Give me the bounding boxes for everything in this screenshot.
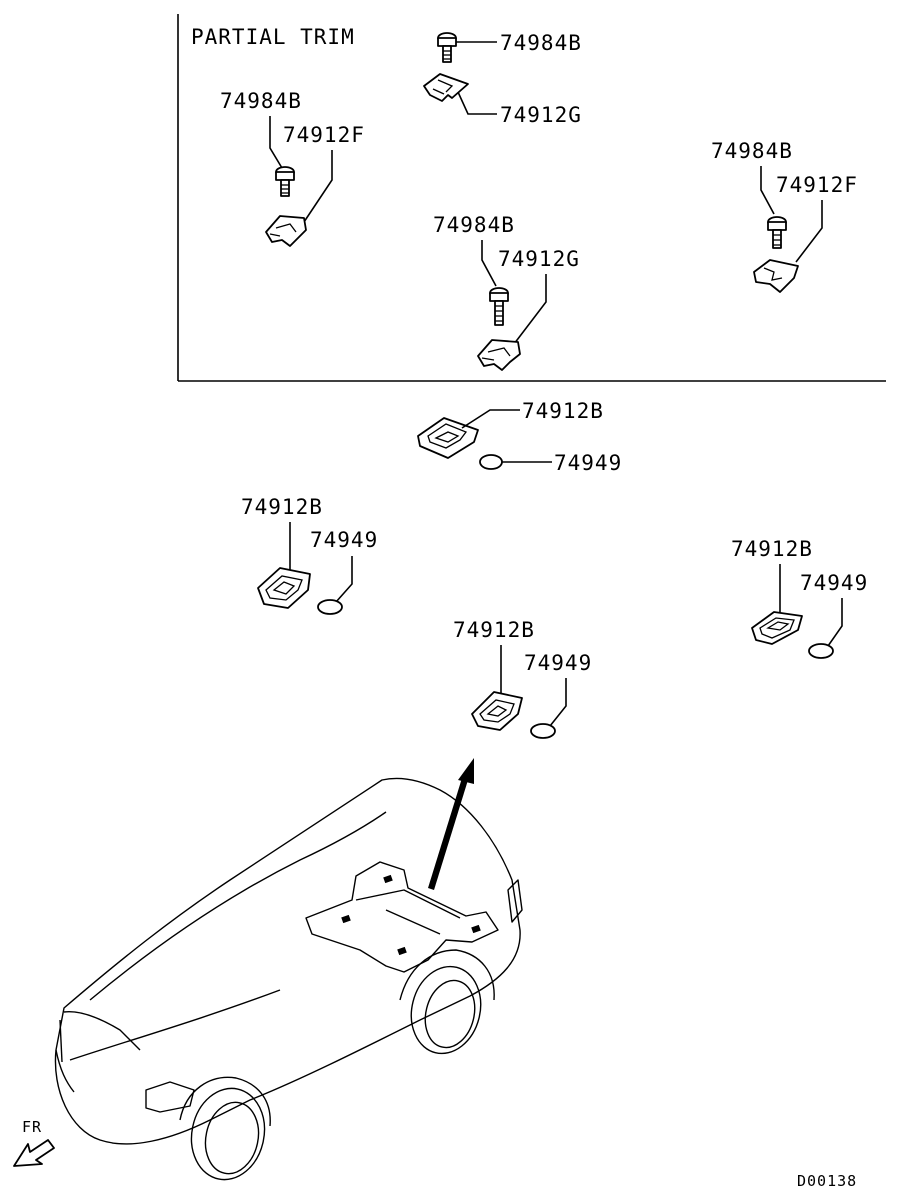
clip-icon xyxy=(265,215,307,247)
grommet-icon xyxy=(257,567,311,609)
clip-icon xyxy=(753,259,799,293)
o-ring-icon xyxy=(479,454,503,470)
label-74984B-top: 74984B xyxy=(500,31,582,55)
label-74912B-top: 74912B xyxy=(522,399,604,423)
vehicle-illustration xyxy=(54,777,523,1181)
label-74949-left: 74949 xyxy=(310,528,378,552)
bolt-icon xyxy=(437,32,457,63)
label-74949-top: 74949 xyxy=(554,451,622,475)
front-direction-indicator: FR xyxy=(13,1118,55,1167)
arrow-down-left-icon xyxy=(13,1139,55,1167)
bolt-icon xyxy=(275,166,295,197)
o-ring-icon xyxy=(530,723,556,739)
grommet-icon xyxy=(471,691,523,731)
grommet-icon xyxy=(751,611,803,645)
grommet-group-center: 74912B 74949 xyxy=(453,618,592,739)
pointer-arrow xyxy=(428,758,474,890)
label-74912F-right: 74912F xyxy=(776,173,858,197)
grommet-group-left: 74912B 74949 xyxy=(241,495,378,615)
inset-group-top-center: 74984B 74912G xyxy=(423,31,582,127)
label-74912G-center: 74912G xyxy=(498,247,580,271)
o-ring-icon xyxy=(317,599,343,615)
inset-group-left: 74984B 74912F xyxy=(220,89,365,247)
label-74912B-right: 74912B xyxy=(731,537,813,561)
label-74912B-left: 74912B xyxy=(241,495,323,519)
inset-group-center: 74984B 74912G xyxy=(433,213,580,371)
grommet-group-right: 74912B 74949 xyxy=(731,537,868,659)
label-74912G-top: 74912G xyxy=(500,103,582,127)
label-74949-center: 74949 xyxy=(524,651,592,675)
o-ring-icon xyxy=(808,643,834,659)
floor-panel xyxy=(305,861,499,973)
clip-icon xyxy=(423,73,469,102)
label-74984B-right: 74984B xyxy=(711,139,793,163)
diagram-id: D00138 xyxy=(797,1172,857,1187)
label-74984B-center: 74984B xyxy=(433,213,515,237)
grommet-group-top: 74912B 74949 xyxy=(417,399,622,475)
direction-label: FR xyxy=(22,1118,42,1136)
bolt-icon xyxy=(767,216,787,249)
label-74912B-center: 74912B xyxy=(453,618,535,642)
clip-icon xyxy=(477,339,521,371)
label-74949-right: 74949 xyxy=(800,571,868,595)
partial-trim-inset: PARTIAL TRIM xyxy=(177,14,886,382)
inset-group-right: 74984B 74912F xyxy=(711,139,858,293)
inset-title: PARTIAL TRIM xyxy=(191,25,355,49)
bolt-icon xyxy=(489,287,509,326)
label-74912F-left: 74912F xyxy=(283,123,365,147)
label-74984B-left: 74984B xyxy=(220,89,302,113)
